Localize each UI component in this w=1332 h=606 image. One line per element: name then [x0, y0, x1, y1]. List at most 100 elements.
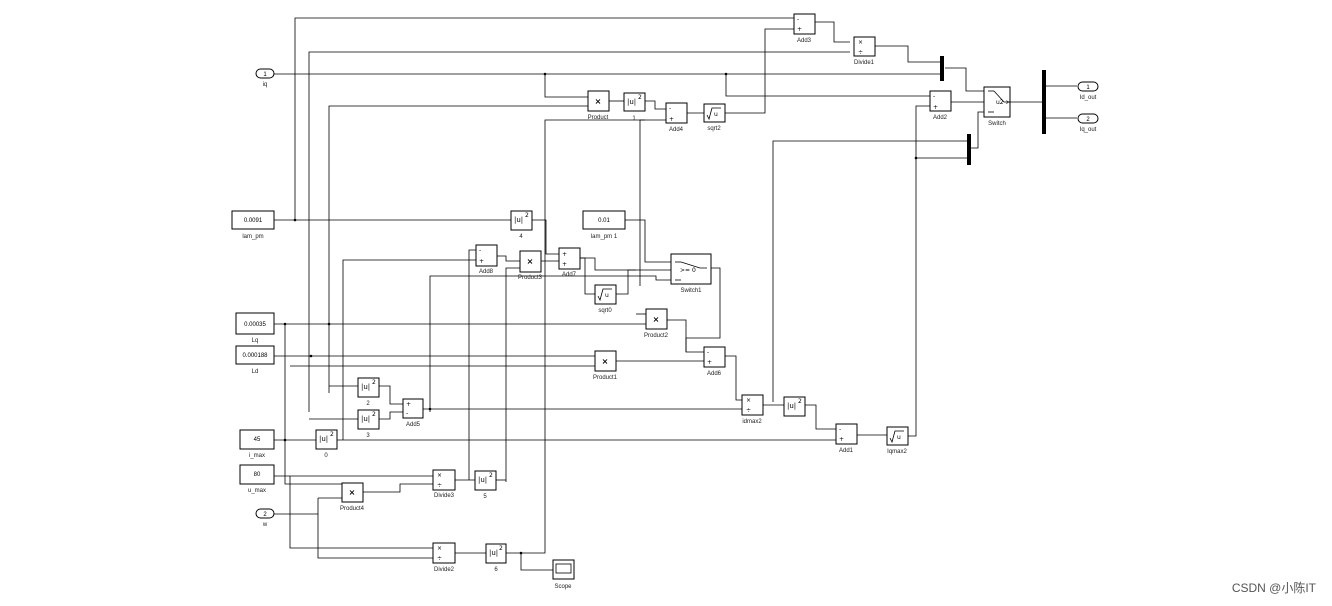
- svg-text:+: +: [479, 258, 484, 265]
- divide2-block[interactable]: × ÷ Divide2: [432, 542, 456, 573]
- svg-text:÷: ÷: [858, 49, 863, 56]
- svg-text:Add6: Add6: [707, 371, 722, 377]
- sum-add3[interactable]: - + Add3: [793, 13, 816, 44]
- sum-add6[interactable]: - + Add6: [703, 346, 726, 377]
- constant-lq[interactable]: 0.00035 Lq: [235, 312, 275, 344]
- square-block-4[interactable]: |u| 2 4: [510, 210, 533, 240]
- svg-text:Divide1: Divide1: [854, 60, 875, 66]
- square-block-6[interactable]: |u| 2 6: [485, 543, 507, 573]
- sum-add7[interactable]: + + Add7: [558, 247, 581, 278]
- svg-text:5: 5: [483, 494, 487, 500]
- svg-text:0.01: 0.01: [598, 218, 610, 224]
- constant-ld[interactable]: 0.000188 Ld: [235, 345, 275, 375]
- svg-text:×: ×: [746, 397, 751, 404]
- svg-text:Add7: Add7: [562, 272, 577, 278]
- square-block-5[interactable]: |u| 2 5: [474, 470, 497, 500]
- constant-lam-pm[interactable]: 0.0091 lam_pm: [231, 210, 275, 240]
- svg-text:2: 2: [798, 398, 802, 405]
- svg-text:sqrt2: sqrt2: [707, 126, 721, 132]
- sum-add1[interactable]: - + Add1: [835, 423, 858, 454]
- square-block-3[interactable]: |u| 2 3: [357, 409, 380, 439]
- svg-text:Product3: Product3: [518, 275, 543, 281]
- mux-bar-top: [940, 56, 944, 81]
- product1-block[interactable]: × Product1: [593, 350, 618, 381]
- product2-block[interactable]: × Product2: [644, 308, 669, 339]
- outport-id-out[interactable]: 1 Id_out: [1077, 81, 1099, 101]
- square-block-idmax[interactable]: |u| 2: [783, 396, 806, 417]
- svg-text:|u|: |u|: [514, 216, 523, 224]
- svg-text:×: ×: [602, 357, 609, 366]
- square-block-2[interactable]: |u| 2 2: [357, 377, 380, 407]
- switch-block[interactable]: u2 > Switch: [983, 86, 1011, 127]
- svg-text:|u|: |u|: [627, 98, 636, 106]
- product-block[interactable]: × Product: [587, 90, 610, 121]
- divide3-block[interactable]: × ÷ Divide3: [432, 469, 456, 499]
- signal-wires: [264, 17, 1077, 571]
- svg-text:idmax2: idmax2: [742, 419, 762, 425]
- svg-text:×: ×: [858, 39, 863, 46]
- svg-text:×: ×: [349, 488, 356, 497]
- svg-text:2: 2: [525, 212, 529, 219]
- svg-text:80: 80: [254, 472, 261, 478]
- sqrt2-block[interactable]: u sqrt2: [703, 103, 726, 132]
- sum-add5[interactable]: + - Add5: [402, 398, 424, 428]
- svg-text:6: 6: [494, 567, 498, 573]
- svg-text:45: 45: [254, 437, 261, 443]
- switch1-block[interactable]: >= 0 Switch1: [670, 253, 712, 294]
- constant-i-max[interactable]: 45 i_max: [239, 429, 275, 459]
- constant-lam-pm1[interactable]: 0.01 lam_pm 1: [582, 210, 626, 240]
- svg-text:|u|: |u|: [489, 549, 498, 557]
- svg-text:Product2: Product2: [644, 333, 669, 339]
- svg-text:|u|: |u|: [319, 435, 328, 443]
- svg-text:2: 2: [372, 411, 376, 418]
- svg-text:Iqmax2: Iqmax2: [887, 449, 907, 455]
- svg-text:-: -: [707, 349, 709, 356]
- svg-text:w: w: [262, 522, 268, 528]
- svg-text:|u|: |u|: [361, 383, 370, 391]
- svg-text:|u|: |u|: [787, 402, 796, 410]
- svg-text:-: -: [839, 426, 841, 433]
- sum-add4[interactable]: - + Add4: [665, 102, 688, 133]
- svg-text:3: 3: [366, 433, 370, 439]
- svg-text:|u|: |u|: [361, 415, 370, 423]
- square-block-1[interactable]: |u| 2 1: [623, 92, 646, 122]
- iqmax2-sqrt-block[interactable]: u Iqmax2: [886, 426, 909, 455]
- sum-add2[interactable]: - + Add2: [929, 90, 952, 121]
- product4-block[interactable]: × Product4: [340, 482, 365, 512]
- svg-text:4: 4: [519, 234, 523, 240]
- svg-text:+: +: [933, 104, 938, 111]
- svg-text:0.000188: 0.000188: [242, 353, 268, 359]
- svg-text:+: +: [669, 116, 674, 123]
- mux-bar-bottom: [967, 134, 971, 165]
- scope-block[interactable]: Scope: [552, 559, 575, 590]
- svg-text:Product4: Product4: [340, 506, 365, 512]
- svg-text:Add2: Add2: [933, 115, 948, 121]
- inport-iq[interactable]: 1 iq: [255, 68, 275, 88]
- divide1-block[interactable]: × ÷ Divide1: [853, 36, 876, 66]
- svg-text:2: 2: [499, 545, 503, 552]
- svg-text:-: -: [406, 410, 408, 417]
- outport-iq-out[interactable]: 2 Iq_out: [1077, 113, 1099, 133]
- svg-text:u_max: u_max: [248, 488, 266, 494]
- svg-text:×: ×: [437, 472, 442, 479]
- svg-text:>= 0: >= 0: [680, 267, 696, 274]
- svg-text:×: ×: [437, 545, 442, 552]
- square-block-0[interactable]: |u| 2 0: [315, 429, 338, 459]
- product3-block[interactable]: × Product3: [518, 250, 543, 281]
- idmax2-block[interactable]: × ÷ idmax2: [741, 394, 764, 425]
- inport-w[interactable]: 2 w: [255, 508, 275, 528]
- svg-text:+: +: [707, 359, 712, 366]
- svg-text:×: ×: [595, 97, 602, 106]
- svg-text:Add1: Add1: [839, 448, 854, 454]
- svg-text:1: 1: [263, 72, 267, 78]
- svg-text:2: 2: [366, 401, 370, 407]
- sqrt0-block[interactable]: u sqrt0: [594, 284, 617, 314]
- watermark: CSDN @小陈IT: [1231, 581, 1316, 595]
- svg-text:Ld: Ld: [252, 369, 259, 375]
- svg-text:+: +: [839, 436, 844, 443]
- svg-text:2: 2: [489, 472, 493, 479]
- constant-u-max[interactable]: 80 u_max: [239, 464, 275, 494]
- svg-text:Product: Product: [588, 115, 609, 121]
- sum-add8[interactable]: - + Add8: [475, 244, 498, 275]
